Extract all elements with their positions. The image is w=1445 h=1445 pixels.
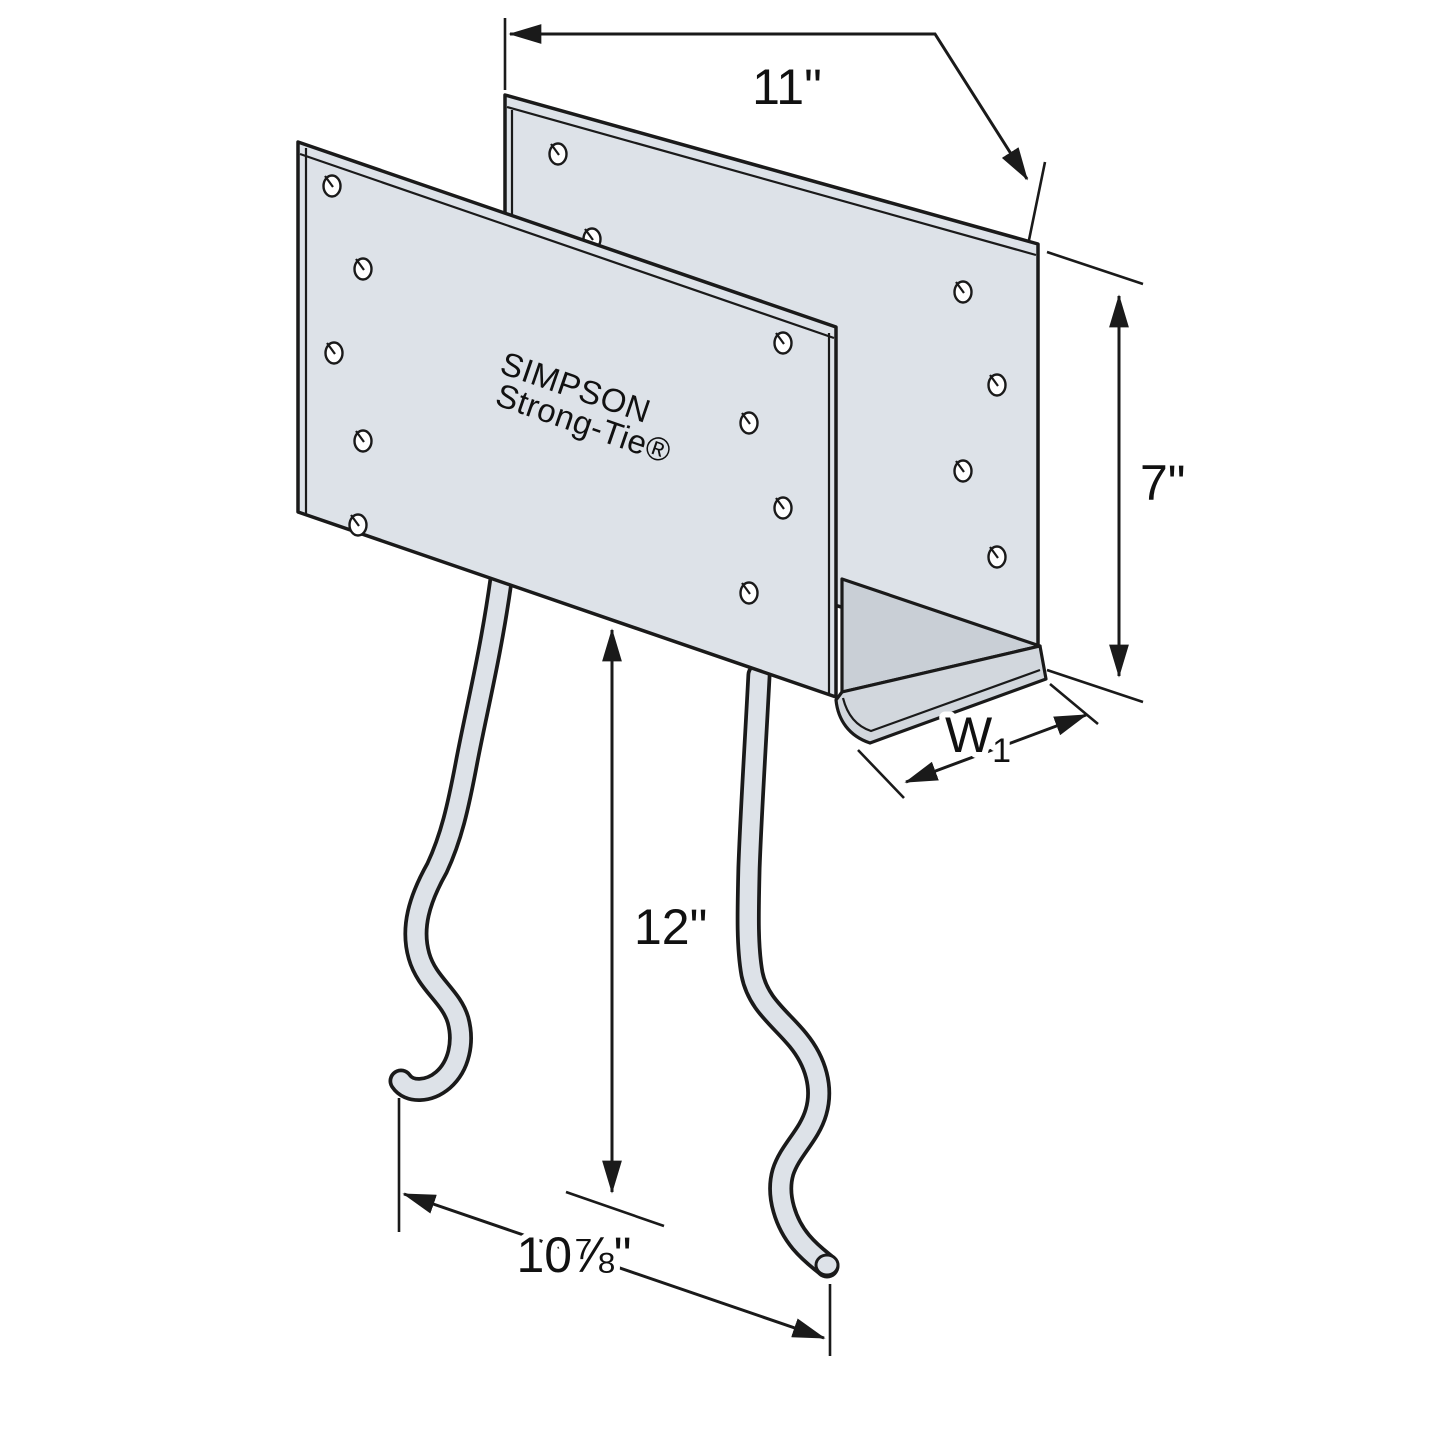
base-flange (834, 644, 1048, 745)
height-extension-bottom (1046, 668, 1144, 704)
right-rod-end-cap (814, 1253, 840, 1277)
right-anchor-rod (735, 662, 840, 1279)
depth-extension-right (1049, 683, 1099, 725)
nail-hole (348, 513, 368, 537)
nail-hole (953, 459, 973, 483)
depth-label-sub: 1 (992, 732, 1011, 770)
nail-hole (739, 581, 759, 605)
nail-hole (324, 341, 344, 365)
nail-hole (548, 142, 568, 166)
anchor-rods (388, 567, 840, 1279)
hook-spread-label: 10⅞" (516, 1227, 631, 1283)
dimension-width: 11" (503, 18, 1047, 241)
width-dim-line (508, 24, 1029, 181)
left-rod-fill (392, 571, 510, 1099)
nail-hole (773, 496, 793, 520)
base-flange-thickness (841, 668, 1041, 733)
depth-label: W1 (945, 707, 1011, 770)
nail-hole (773, 331, 793, 355)
height-extension-top (1046, 250, 1144, 286)
nail-hole (987, 545, 1007, 569)
left-anchor-rod (388, 567, 514, 1102)
hook-spread-dim-line (402, 1192, 826, 1340)
depth-extension-left (857, 749, 905, 799)
nail-hole (739, 411, 759, 435)
nail-hole (353, 429, 373, 453)
depth-dim-line (904, 713, 1088, 784)
nail-hole (353, 257, 373, 281)
nail-hole (987, 373, 1007, 397)
width-extension-right (1027, 161, 1047, 241)
front-plate-top-thickness (299, 152, 835, 340)
dimension-height: 7" (1046, 250, 1186, 704)
bracket: SIMPSON Strong-Tie® (296, 93, 1048, 745)
width-label: 11" (752, 59, 822, 115)
front-plate (296, 140, 838, 699)
dimension-hook-spread: 10⅞" (397, 1098, 832, 1356)
height-label: 7" (1140, 455, 1186, 511)
depth-label-base: W (945, 707, 993, 763)
dimensions: 11" 7" W1 12" 10⅞" (397, 18, 1186, 1356)
rod-length-extension-bottom (565, 1190, 665, 1228)
right-rod-fill (739, 666, 836, 1275)
dimension-depth: W1 (857, 683, 1099, 799)
front-plate-holes (322, 174, 793, 605)
nail-hole (322, 174, 342, 198)
dimension-rod-length: 12" (565, 628, 707, 1228)
rod-length-label: 12" (634, 899, 707, 955)
nail-hole (953, 280, 973, 304)
